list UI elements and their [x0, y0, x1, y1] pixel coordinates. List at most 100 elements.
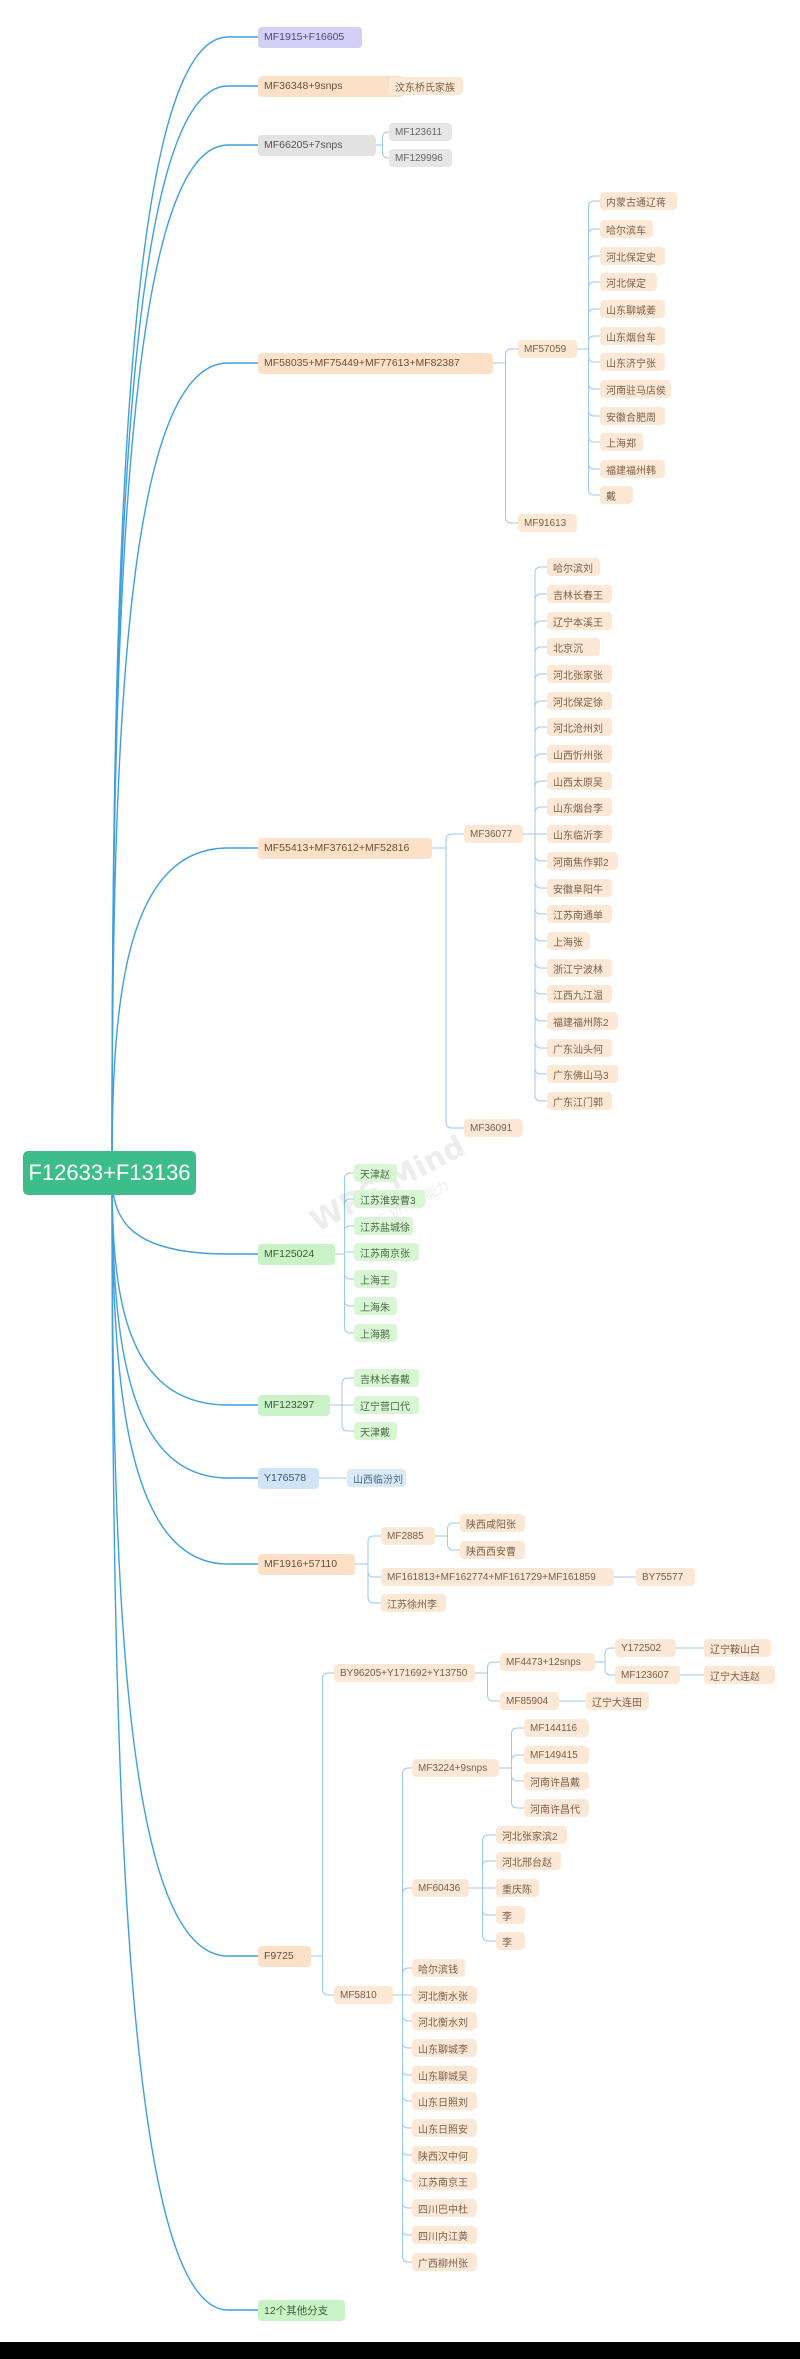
- mindmap-node-n10b9[interactable]: 山东日照安: [412, 2119, 477, 2137]
- mindmap-node-n10b3[interactable]: 哈尔滨钱: [412, 1959, 465, 1977]
- mindmap-node-n5a4[interactable]: 北京沉: [547, 638, 600, 656]
- mindmap-node-n4a1[interactable]: 内蒙古通辽蒋: [600, 192, 677, 210]
- mindmap-node-n10b2[interactable]: MF60436: [412, 1879, 469, 1897]
- mindmap-node-n4a4[interactable]: 河北保定: [600, 273, 657, 291]
- mindmap-node-n10[interactable]: F9725: [258, 1945, 311, 1967]
- mindmap-node-n3a[interactable]: MF123611: [389, 123, 452, 141]
- mindmap-node-n10a[interactable]: BY96205+Y171692+Y13750: [334, 1664, 475, 1682]
- mindmap-node-n5a8[interactable]: 山西忻州张: [547, 745, 612, 763]
- mindmap-node-n10b2a[interactable]: 河北张家滨2: [496, 1826, 567, 1844]
- mindmap-node-n5b[interactable]: MF36091: [464, 1119, 523, 1137]
- mindmap-node-n6g[interactable]: 上海鹅: [354, 1324, 397, 1342]
- mindmap-node-n10b10[interactable]: 陕西汉中何: [412, 2146, 477, 2164]
- mindmap-root-node[interactable]: F12633+F13136: [23, 1151, 196, 1195]
- mindmap-node-n10a1[interactable]: MF4473+12snps: [500, 1653, 595, 1671]
- mindmap-node-n10b1d[interactable]: 河南许昌代: [524, 1799, 589, 1817]
- mindmap-node-n7b[interactable]: 辽宁营口代: [354, 1396, 419, 1414]
- mindmap-node-n10a2a[interactable]: 辽宁大连田: [586, 1692, 649, 1710]
- mindmap-node-n10a1a1[interactable]: 辽宁鞍山白: [704, 1639, 771, 1657]
- mindmap-node-n5a12[interactable]: 河南焦作郭2: [547, 852, 618, 870]
- mindmap-node-n10b14[interactable]: 广西柳州张: [412, 2253, 477, 2271]
- mindmap-node-n10b1a[interactable]: MF144116: [524, 1719, 589, 1737]
- mindmap-node-n10b1[interactable]: MF3224+9snps: [412, 1759, 499, 1777]
- mindmap-node-n4a[interactable]: MF57059: [518, 340, 577, 358]
- mindmap-node-n3[interactable]: MF66205+7snps: [258, 134, 376, 156]
- mindmap-node-n10b1c[interactable]: 河南许昌戴: [524, 1772, 589, 1790]
- mindmap-node-n10b2e[interactable]: 李: [496, 1932, 525, 1950]
- mindmap-node-n5a13[interactable]: 安徽阜阳牛: [547, 879, 612, 897]
- mindmap-node-n10b8[interactable]: 山东日照刘: [412, 2092, 477, 2110]
- mindmap-node-n3b[interactable]: MF129996: [389, 149, 452, 167]
- mindmap-node-n6a[interactable]: 天津赵: [354, 1164, 397, 1182]
- mindmap-node-n10b6[interactable]: 山东聊城李: [412, 2039, 477, 2057]
- mindmap-node-n4a5[interactable]: 山东聊城姜: [600, 300, 665, 318]
- mindmap-node-n9a[interactable]: MF2885: [381, 1527, 435, 1545]
- mindmap-node-n5a15[interactable]: 上海张: [547, 932, 590, 950]
- mindmap-node-n8[interactable]: Y176578: [258, 1467, 319, 1489]
- mindmap-node-n4a6[interactable]: 山东烟台车: [600, 327, 665, 345]
- mindmap-node-n5a5[interactable]: 河北张家张: [547, 665, 612, 683]
- mindmap-node-n9b1[interactable]: BY75577: [636, 1568, 695, 1586]
- mindmap-node-n10b7[interactable]: 山东聊城吴: [412, 2066, 477, 2084]
- mindmap-node-n5a7[interactable]: 河北沧州刘: [547, 718, 612, 736]
- mindmap-node-n6e[interactable]: 上海王: [354, 1270, 397, 1288]
- mindmap-node-n10a1b[interactable]: MF123607: [615, 1666, 680, 1684]
- mindmap-node-n6[interactable]: MF125024: [258, 1243, 335, 1265]
- mindmap-node-n4a7[interactable]: 山东济宁张: [600, 353, 665, 371]
- mindmap-node-n10b13[interactable]: 四川内江黄: [412, 2226, 477, 2244]
- mindmap-node-n4a12[interactable]: 戴: [600, 486, 633, 504]
- mindmap-node-n4a11[interactable]: 福建福州韩: [600, 460, 665, 478]
- mindmap-node-n10a1b1[interactable]: 辽宁大连赵: [704, 1666, 775, 1684]
- mindmap-node-n5a9[interactable]: 山西太原吴: [547, 772, 612, 790]
- mindmap-node-n9b[interactable]: MF161813+MF162774+MF161729+MF161859: [381, 1568, 614, 1586]
- mindmap-node-n5a1[interactable]: 哈尔滨刘: [547, 558, 600, 576]
- mindmap-node-n10b11[interactable]: 江苏南京王: [412, 2172, 477, 2190]
- mindmap-node-n6d[interactable]: 江苏南京张: [354, 1243, 419, 1261]
- mindmap-node-n6f[interactable]: 上海朱: [354, 1297, 397, 1315]
- mindmap-node-n4a10[interactable]: 上海郑: [600, 433, 643, 451]
- mindmap-node-n5a6[interactable]: 河北保定徐: [547, 692, 612, 710]
- mindmap-node-n5a14[interactable]: 江苏南通单: [547, 905, 612, 923]
- mindmap-node-n9[interactable]: MF1916+57110: [258, 1553, 355, 1575]
- mindmap-node-n5a20[interactable]: 广东佛山马3: [547, 1065, 618, 1083]
- mindmap-node-n5a18[interactable]: 福建福州陈2: [547, 1012, 618, 1030]
- mindmap-node-n10b4[interactable]: 河北衡水张: [412, 1986, 477, 2004]
- mindmap-node-n10b1b[interactable]: MF149415: [524, 1746, 589, 1764]
- mindmap-node-n10a1a[interactable]: Y172502: [615, 1639, 676, 1657]
- mindmap-node-n8a[interactable]: 山西临汾刘: [347, 1469, 406, 1487]
- mindmap-node-n5a16[interactable]: 浙江宁波林: [547, 959, 612, 977]
- mindmap-node-n10a2[interactable]: MF85904: [500, 1692, 559, 1710]
- mindmap-node-n7[interactable]: MF123297: [258, 1394, 330, 1416]
- mindmap-node-n4a9[interactable]: 安徽合肥周: [600, 407, 665, 425]
- mindmap-node-n4a8[interactable]: 河南驻马店侯: [600, 380, 671, 398]
- mindmap-node-n6c[interactable]: 江苏盐城徐: [354, 1217, 413, 1235]
- mindmap-node-n4[interactable]: MF58035+MF75449+MF77613+MF82387: [258, 352, 493, 374]
- mindmap-node-n10b2b[interactable]: 河北邢台赵: [496, 1852, 561, 1870]
- mindmap-node-n9c[interactable]: 江苏徐州李: [381, 1594, 446, 1612]
- mindmap-node-n10b[interactable]: MF5810: [334, 1986, 393, 2004]
- mindmap-node-n4b[interactable]: MF91613: [518, 514, 577, 532]
- mindmap-node-n5a2[interactable]: 吉林长春王: [547, 585, 612, 603]
- mindmap-node-n5a11[interactable]: 山东临沂李: [547, 825, 612, 843]
- mindmap-node-n4a2[interactable]: 哈尔滨车: [600, 220, 653, 238]
- mindmap-node-n9a1[interactable]: 陕西咸阳张: [460, 1514, 525, 1532]
- mindmap-node-n5[interactable]: MF55413+MF37612+MF52816: [258, 837, 432, 859]
- mindmap-node-n1[interactable]: MF1915+F16605: [258, 26, 362, 48]
- mindmap-node-n10b2d[interactable]: 李: [496, 1906, 525, 1924]
- mindmap-node-n5a21[interactable]: 广东江门郭: [547, 1092, 612, 1110]
- mindmap-node-n10b12[interactable]: 四川巴中杜: [412, 2199, 477, 2217]
- mindmap-node-n6b[interactable]: 江苏淮安曹3: [354, 1190, 425, 1208]
- mindmap-node-n2a[interactable]: 汶东桥氏家族: [389, 77, 463, 95]
- mindmap-node-n5a3[interactable]: 辽宁本溪王: [547, 612, 612, 630]
- mindmap-node-n10b5[interactable]: 河北衡水刘: [412, 2012, 477, 2030]
- mindmap-node-n5a17[interactable]: 江西九江温: [547, 985, 612, 1003]
- mindmap-node-n5a10[interactable]: 山东烟台李: [547, 798, 612, 816]
- mindmap-node-n5a[interactable]: MF36077: [464, 825, 523, 843]
- mindmap-node-n7a[interactable]: 吉林长春戴: [354, 1369, 419, 1387]
- mindmap-node-n11[interactable]: 12个其他分支: [258, 2299, 345, 2321]
- mindmap-node-n7c[interactable]: 天津戴: [354, 1422, 397, 1440]
- mindmap-node-n4a3[interactable]: 河北保定史: [600, 247, 665, 265]
- mindmap-node-n9a2[interactable]: 陕西西安曹: [460, 1541, 525, 1559]
- mindmap-node-n10b2c[interactable]: 重庆陈: [496, 1879, 539, 1897]
- mindmap-node-n2[interactable]: MF36348+9snps: [258, 75, 404, 97]
